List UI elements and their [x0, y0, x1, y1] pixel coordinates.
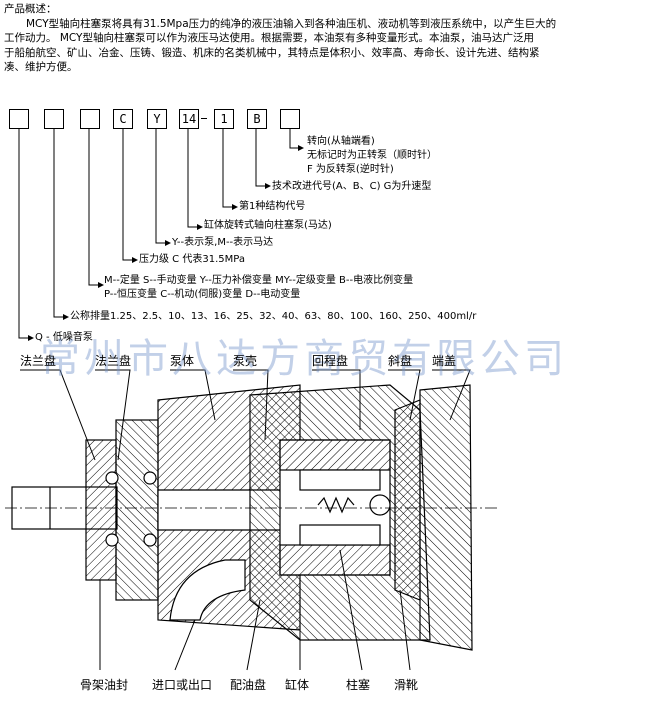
desc-cylinder: 缸体旋转式轴向柱塞泵(马达)	[204, 220, 332, 231]
desc-variable-2: P--恒压变量 C--机动(伺服)变量 D--电动变量	[104, 289, 301, 300]
label-return-disc: 回程盘	[312, 354, 349, 368]
code-box-2	[44, 109, 64, 129]
code-dash	[201, 118, 207, 119]
desc-displacement: 公称排量1.25、2.5、10、13、16、25、32、40、63、80、100…	[70, 311, 477, 322]
code-box-6: 14	[179, 109, 199, 129]
intro-heading: 产品概述：	[4, 3, 57, 15]
label-slipper: 滑靴	[394, 678, 419, 692]
code-box-9	[280, 109, 300, 129]
label-end-cover: 端盖	[432, 354, 457, 368]
intro-line-3: 于船舶航空、矿山、冶金、压铸、锻造、机床的名类机械中，其特点是体积小、效率高、寿…	[4, 46, 540, 59]
label-flange-2: 法兰盘	[95, 354, 132, 368]
intro-line-1: MCY型轴向柱塞泵将具有31.5Mpa压力的纯净的液压油输入到各种油压机、液动机…	[26, 17, 557, 30]
desc-tech-code: 技术改进代号(A、B、C) G为升速型	[272, 181, 432, 192]
desc-rotation-default: 无标记时为正转泵（顺时针）	[307, 150, 437, 161]
label-pump-body: 泵体	[170, 354, 195, 368]
label-cylinder-block: 缸体	[285, 678, 310, 692]
label-plunger: 柱塞	[346, 678, 371, 692]
watermark: 常州市八达方商贸有限公司	[40, 336, 568, 382]
desc-rotation-f: F 为反转泵(逆时针)	[307, 164, 394, 175]
product-intro: 产品概述： MCY型轴向柱塞泵将具有31.5Mpa压力的纯净的液压油输入到各种油…	[4, 2, 642, 75]
desc-struct-code: 第1种结构代号	[239, 201, 306, 212]
code-box-4: C	[113, 109, 133, 129]
code-box-8: B	[247, 109, 267, 129]
bottom-leaders	[99, 549, 411, 671]
code-leader-lines	[18, 129, 298, 339]
label-valve-plate: 配油盘	[230, 678, 267, 692]
pump-section	[5, 384, 500, 651]
code-arrows	[28, 145, 304, 341]
label-flange-1: 法兰盘	[20, 354, 57, 368]
desc-pressure: 压力级 C 代表31.5MPa	[139, 254, 245, 265]
desc-variable-1: M--定量 S--手动变量 Y--压力补偿变量 MY--定级变量 B--电液比例…	[104, 275, 414, 286]
code-box-5: Y	[147, 109, 167, 129]
intro-line-2: 工作动力。 MCY型轴向柱塞泵可以作为液压马达使用。根据需要，本油泵有多种变量形…	[4, 32, 534, 44]
label-swash-plate: 斜盘	[388, 354, 413, 368]
label-oil-seal: 骨架油封	[80, 678, 129, 692]
code-box-3	[80, 109, 100, 129]
desc-rotation: 转向(从轴端看)	[307, 136, 375, 147]
desc-pump-motor: Y--表示泵,M--表示马达	[172, 237, 274, 248]
label-inlet-outlet: 进口或出口	[152, 678, 213, 692]
intro-line-4: 凑、维护方便。	[4, 61, 78, 73]
code-box-7: 1	[214, 109, 234, 129]
desc-low-noise: Q - 低噪音泵	[35, 332, 93, 343]
top-leaders	[20, 369, 471, 461]
label-pump-casing: 泵壳	[233, 354, 258, 368]
code-box-1	[9, 109, 29, 129]
